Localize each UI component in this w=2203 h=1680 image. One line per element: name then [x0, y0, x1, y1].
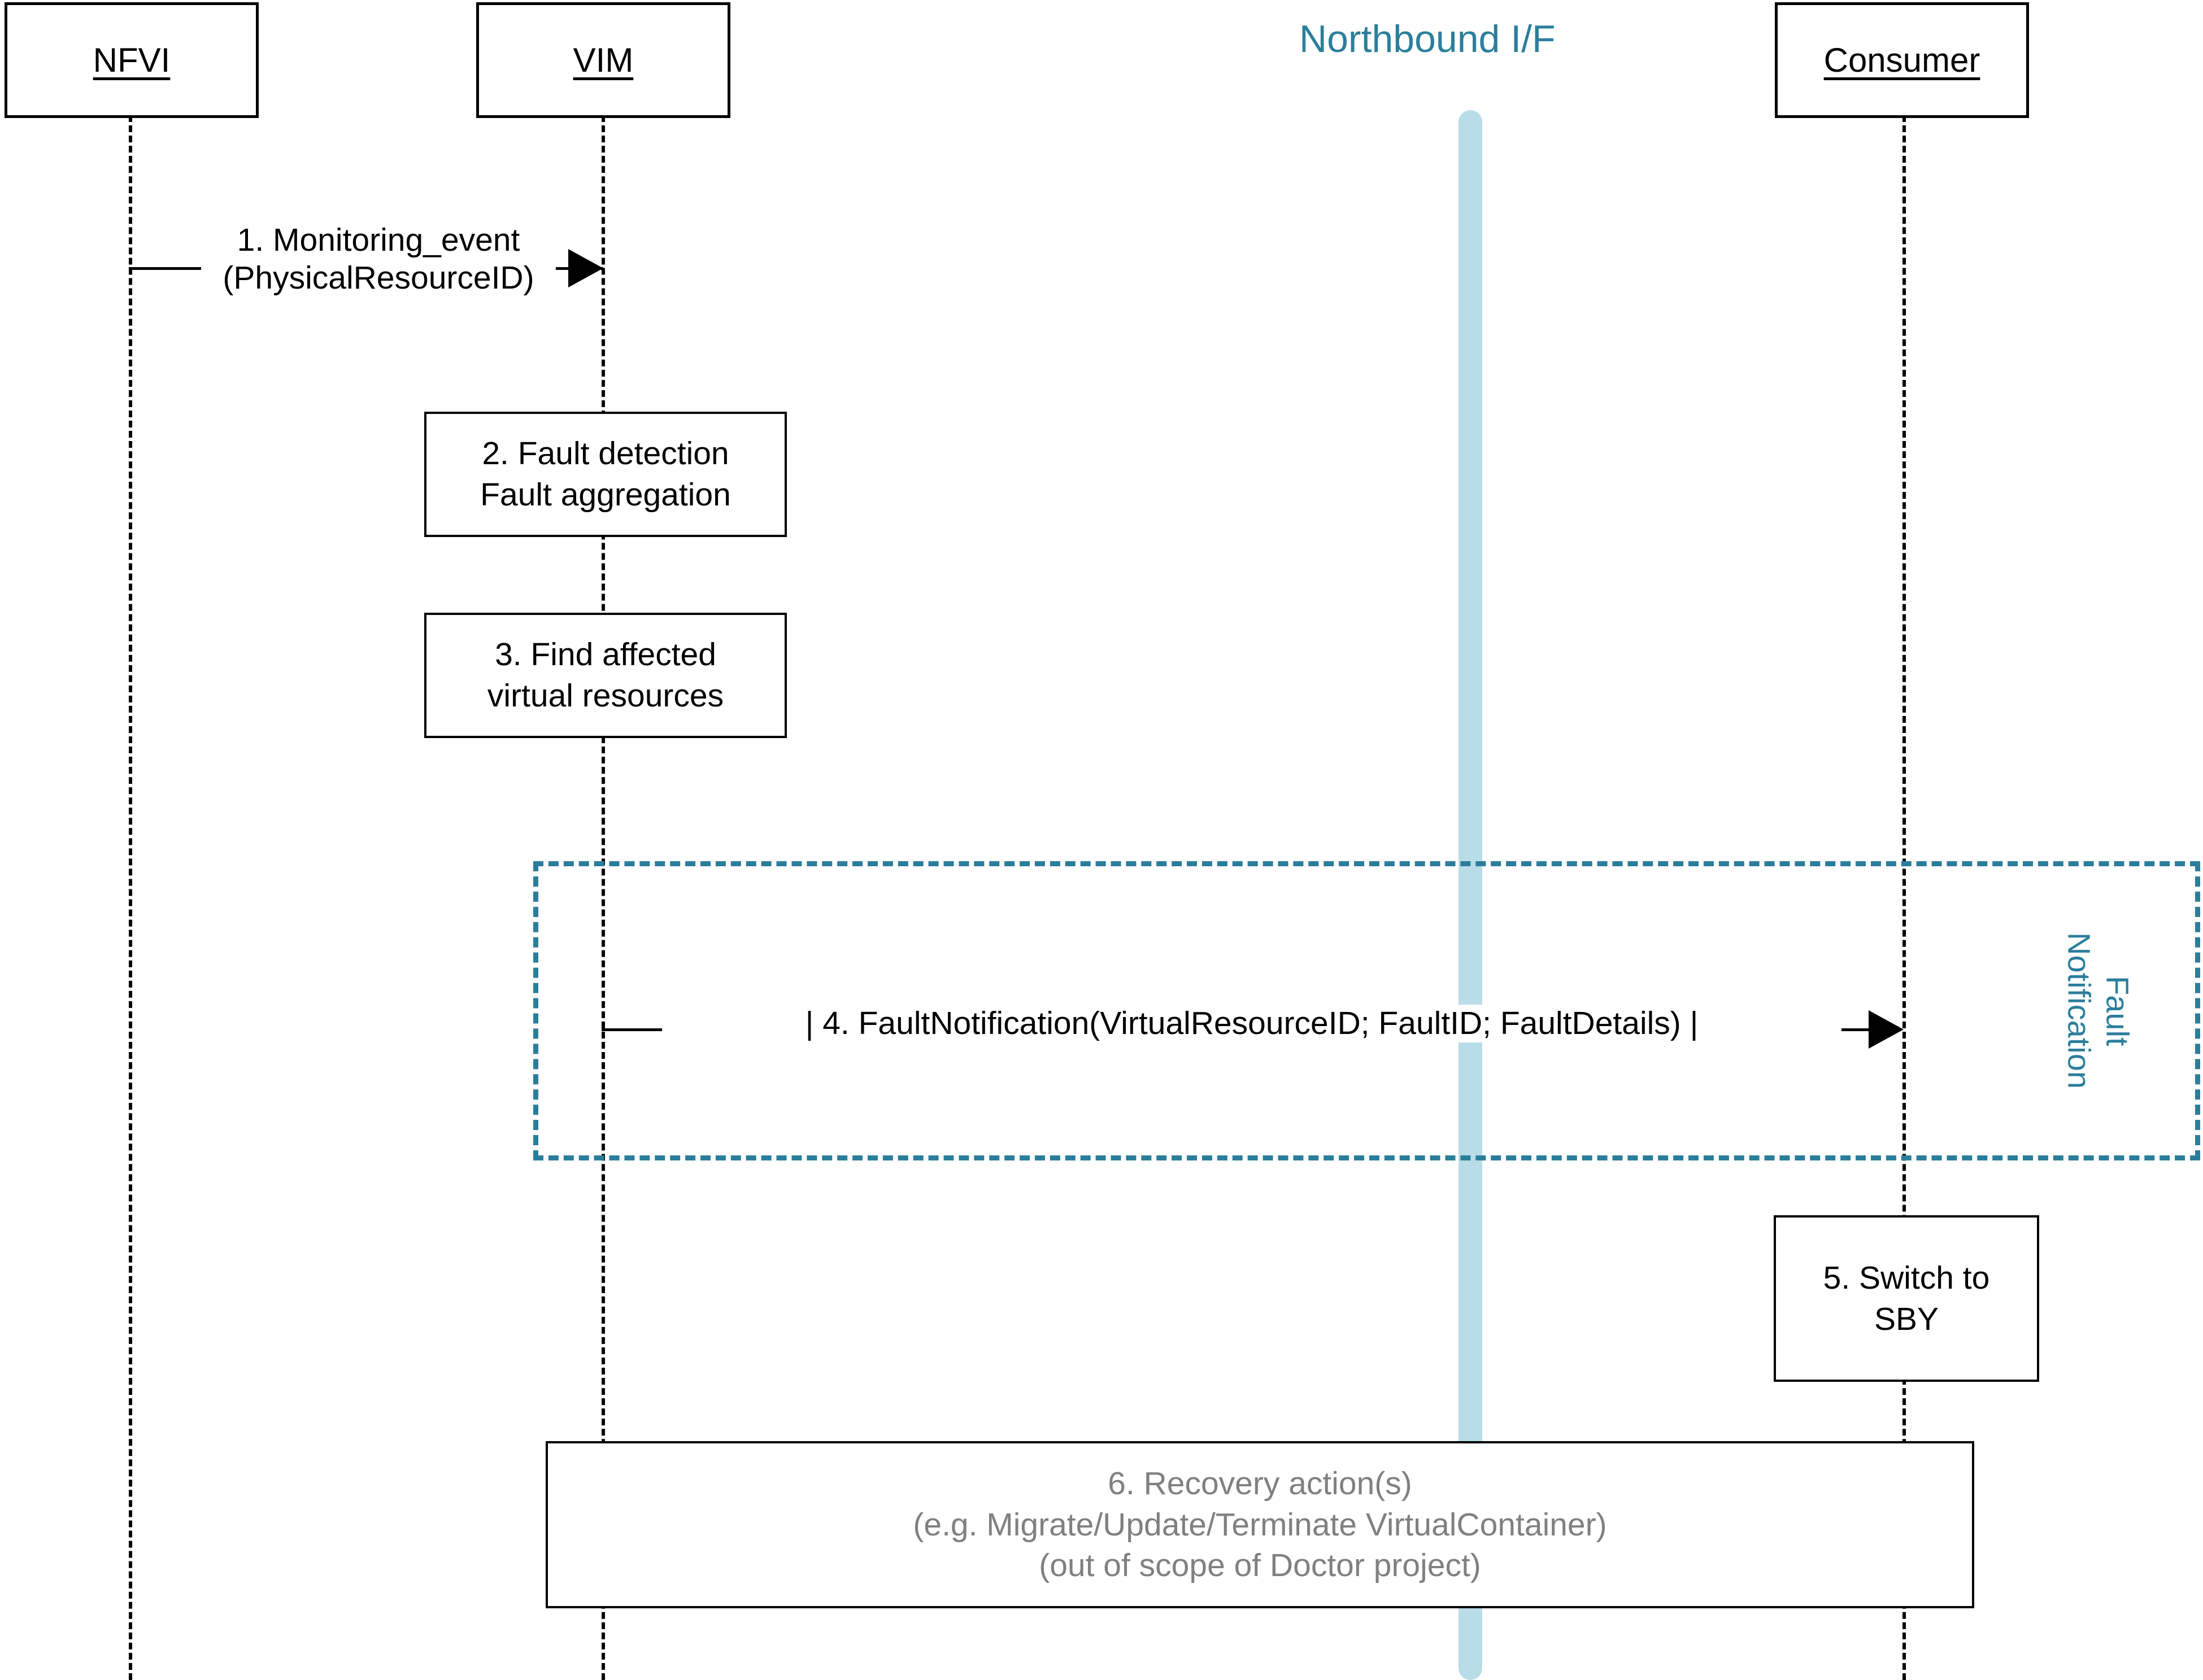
message-label-1: 1. Monitoring_event (PhysicalResourceID): [201, 221, 556, 298]
fault-notification-fragment-label: Fault Notification: [2060, 898, 2137, 1124]
action-box-6-line-3: (out of scope of Doctor project): [1039, 1547, 1481, 1584]
action-box-3[interactable]: 3. Find affected virtual resources: [424, 613, 787, 738]
northbound-interface-bar: [1458, 110, 1482, 1680]
message-label-1-line-2: (PhysicalResourceID): [223, 260, 534, 296]
message-label-1-line-1: 1. Monitoring_event: [237, 222, 520, 258]
action-box-2-line-2: Fault aggregation: [480, 477, 731, 513]
message-label-4-line-1: | 4. FaultNotification(VirtualResourceID…: [805, 1005, 1699, 1041]
action-box-2-line-1: 2. Fault detection: [482, 435, 729, 472]
actor-label-consumer: Consumer: [1823, 41, 1980, 79]
message-arrowhead-1: [568, 249, 603, 287]
fault-notification-fragment: [533, 861, 2200, 1160]
lifeline-vim: [602, 115, 605, 1680]
action-box-5-line-1: 5. Switch to: [1823, 1259, 1990, 1296]
message-label-4: | 4. FaultNotification(VirtualResourceID…: [662, 1005, 1841, 1043]
action-box-6[interactable]: 6. Recovery action(s) (e.g. Migrate/Upda…: [546, 1441, 1974, 1608]
action-box-5-line-2: SBY: [1874, 1301, 1939, 1337]
actor-label-nfvi: NFVI: [93, 41, 171, 79]
action-box-5[interactable]: 5. Switch to SBY: [1774, 1215, 2039, 1382]
northbound-interface-title: Northbound I/F: [1299, 18, 1556, 60]
action-box-3-line-1: 3. Find affected: [495, 636, 716, 673]
lifeline-consumer: [1902, 115, 1906, 1680]
actor-label-vim: VIM: [573, 41, 634, 79]
action-box-6-line-1: 6. Recovery action(s): [1108, 1465, 1412, 1502]
action-box-6-line-2: (e.g. Migrate/Update/Terminate VirtualCo…: [913, 1506, 1607, 1543]
actor-box-vim[interactable]: VIM: [476, 2, 730, 118]
fragment-label-line-1: Fault: [2100, 975, 2136, 1046]
actor-box-nfvi[interactable]: NFVI: [5, 2, 259, 118]
action-box-2[interactable]: 2. Fault detection Fault aggregation: [424, 412, 787, 537]
lifeline-nfvi: [129, 115, 132, 1680]
message-arrowhead-4: [1869, 1010, 1904, 1049]
fragment-label-line-2: Notification: [2061, 932, 2097, 1089]
actor-box-consumer[interactable]: Consumer: [1775, 2, 2029, 118]
action-box-3-line-2: virtual resources: [487, 678, 724, 714]
